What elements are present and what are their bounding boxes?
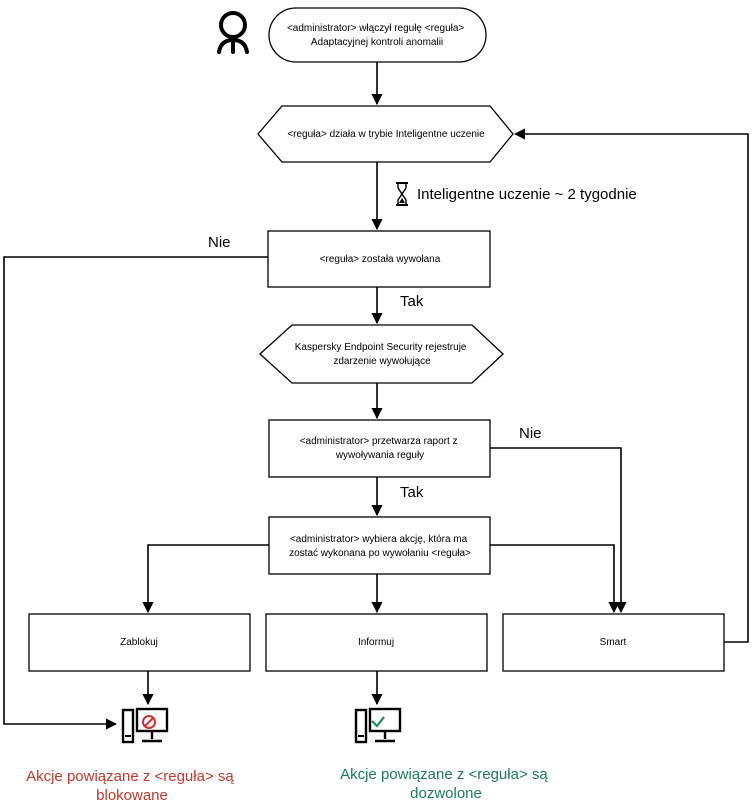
process-report-line-1: <administrator> przetwarza raport z: [300, 436, 458, 447]
blocked-outcome-line-2: blokowane: [96, 787, 168, 804]
process-report-line-2: wywoływania reguły: [335, 450, 424, 461]
rule-triggered-node-text: <reguła> została wywołana: [320, 254, 441, 265]
hourglass-icon: [396, 182, 408, 206]
block-action-node-text: Zablokuj: [120, 637, 158, 648]
registers-event-line-1: Kaspersky Endpoint Security rejestruje: [295, 342, 467, 353]
rule-triggered-node: [267, 230, 491, 288]
allowed-outcome-line-1: Akcje powiązane z <reguła> są: [340, 766, 548, 783]
edge-triggered-no-to-blocked: [3, 256, 268, 730]
start-node: [268, 7, 487, 63]
process-report-node: [268, 419, 491, 478]
inform-action-node: [265, 613, 488, 672]
choose-action-line-2: zostać wykonana po wywołaniu <reguła>: [289, 548, 471, 559]
computer-allowed-icon: [354, 707, 402, 744]
inform-action-node-text: Informuj: [358, 637, 394, 648]
block-action-label: Zablokuj: [120, 637, 158, 648]
blocked-outcome-text: Akcje powiązane z <reguła> są blokowane: [26, 768, 238, 804]
blocked-outcome-line-1: Akcje powiązane z <reguła> są: [26, 768, 234, 785]
learning-mode-line-1: <reguła> działa w trybie Inteligentne uc…: [287, 129, 485, 140]
connectors: [3, 62, 749, 730]
edge-choose-to-smart: [490, 544, 620, 614]
choose-action-node: [268, 516, 491, 575]
start-node-text: <administrator> włączył regułę <reguła> …: [287, 23, 467, 48]
registers-event-line-2: zdarzenie wywołujące: [333, 356, 431, 367]
yes-label-triggered: Tak: [400, 293, 424, 310]
start-node-line-1: <administrator> włączył regułę <reguła>: [287, 23, 464, 34]
registers-event-node-text: Kaspersky Endpoint Security rejestruje z…: [295, 342, 470, 367]
process-report-node-text: <administrator> przetwarza raport z wywo…: [300, 436, 461, 461]
rule-triggered-line-1: <reguła> została wywołana: [320, 254, 441, 265]
learning-mode-node-text: <reguła> działa w trybie Inteligentne uc…: [287, 129, 485, 140]
duration-label: Inteligentne uczenie ~ 2 tygodnie: [417, 186, 637, 203]
yes-label-processed: Tak: [400, 484, 424, 501]
allowed-outcome-text: Akcje powiązane z <reguła> są dozwolone: [340, 766, 552, 802]
learning-mode-node: [257, 105, 514, 163]
block-action-node: [28, 613, 251, 672]
inform-action-label: Informuj: [358, 637, 394, 648]
allowed-outcome-line-2: dozwolone: [410, 785, 482, 802]
registers-event-node: [259, 324, 504, 384]
start-node-line-2: Adaptacyjnej kontroli anomalii: [311, 37, 443, 48]
smart-action-label: Smart: [600, 637, 627, 648]
person-icon: [217, 11, 249, 54]
edge-smart-loop-to-learning: [513, 128, 749, 643]
computer-blocked-icon: [121, 707, 169, 744]
choose-action-line-1: <administrator> wybiera akcję, która ma: [290, 534, 468, 545]
smart-action-node-text: Smart: [600, 637, 627, 648]
edge-process-no-to-smart: [490, 447, 627, 614]
edge-choose-to-block: [142, 544, 269, 614]
choose-action-node-text: <administrator> wybiera akcję, która ma …: [289, 534, 471, 559]
no-label-triggered: Nie: [208, 234, 231, 251]
no-label-processed: Nie: [519, 425, 542, 442]
